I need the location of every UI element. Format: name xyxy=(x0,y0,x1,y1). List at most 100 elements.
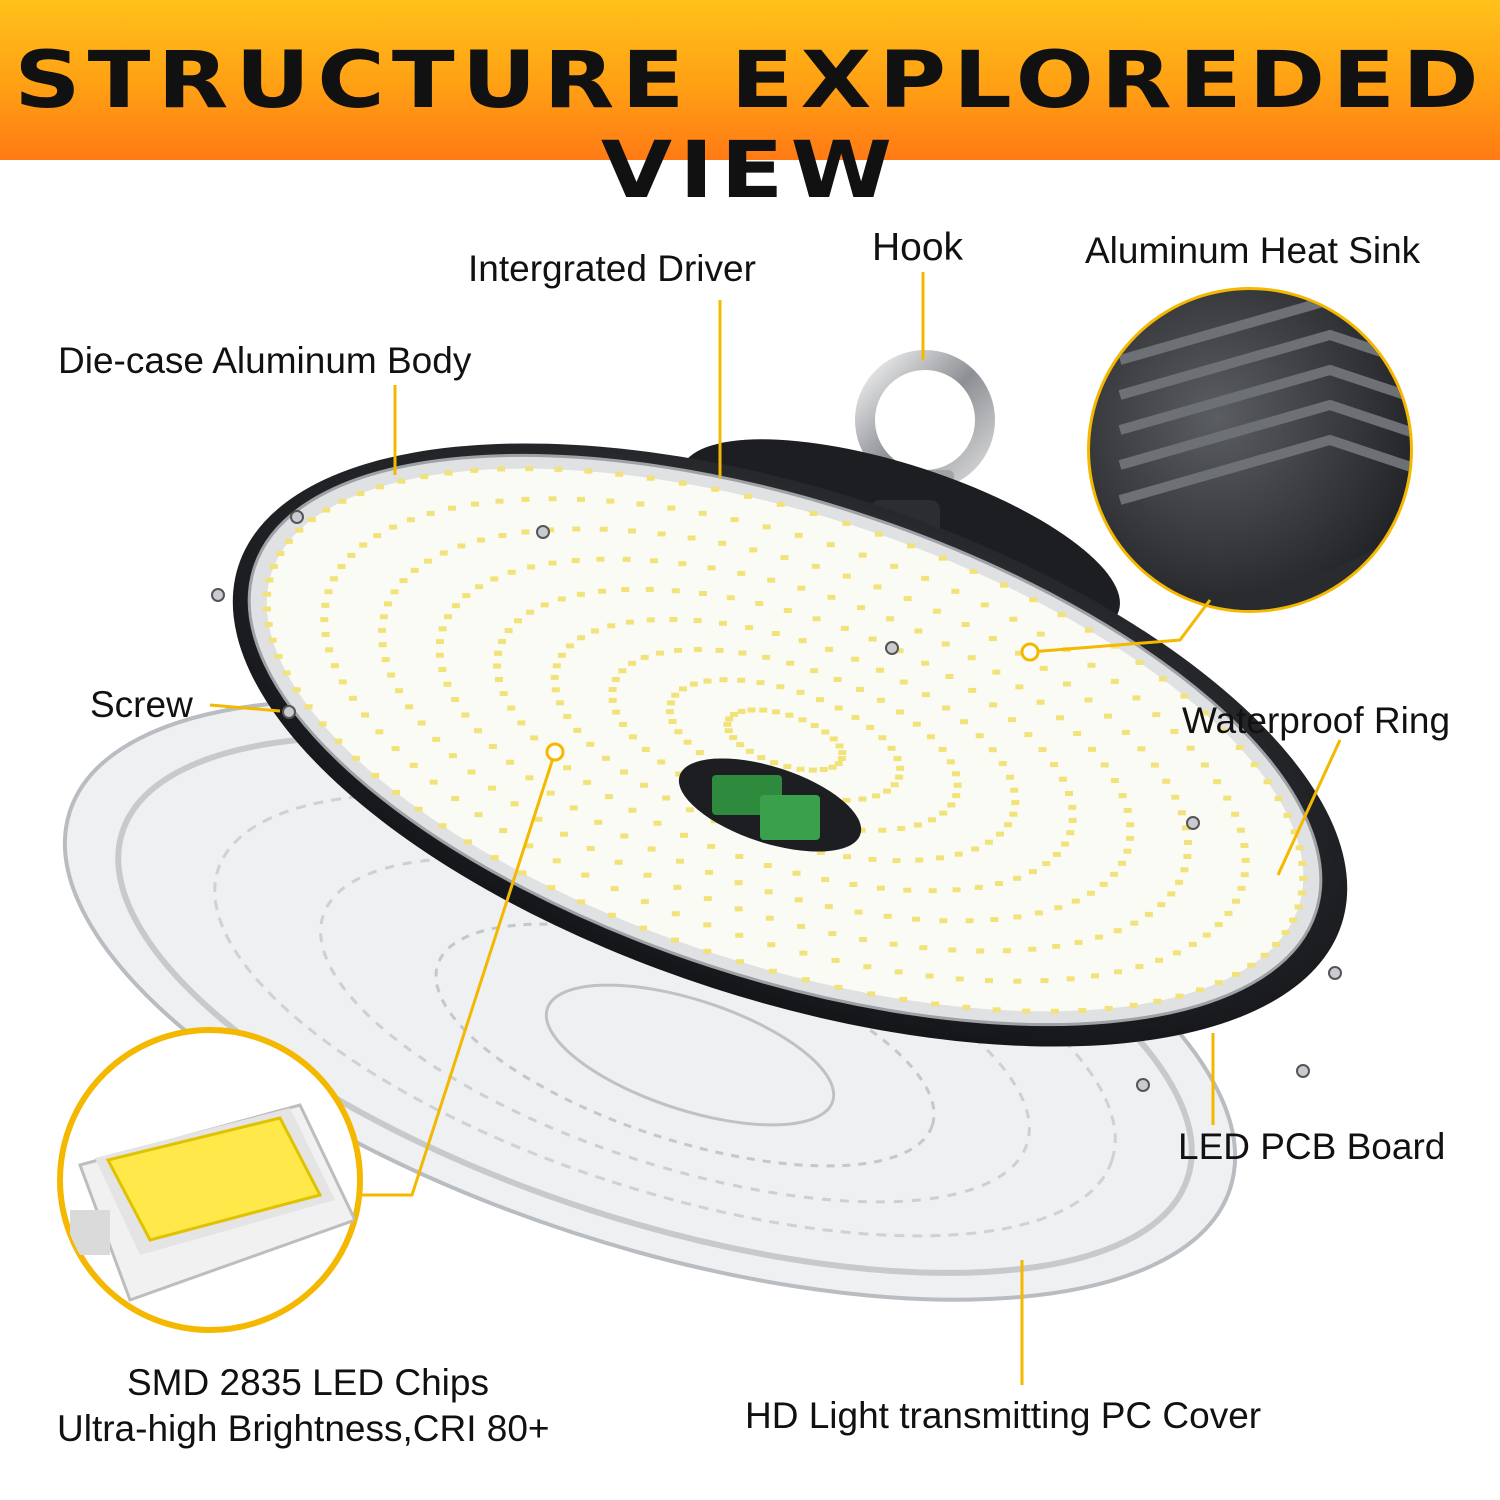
led-dot xyxy=(563,713,572,719)
led-dot xyxy=(719,677,728,683)
led-dot xyxy=(424,558,433,564)
led-dot xyxy=(1118,860,1126,866)
led-dot xyxy=(735,854,744,859)
led-dot xyxy=(547,885,556,891)
led-dot xyxy=(794,532,803,538)
led-dot xyxy=(495,498,504,504)
led-dot xyxy=(831,957,840,963)
leader-screw xyxy=(209,703,281,713)
led-dot xyxy=(577,496,585,502)
led-dot xyxy=(988,636,997,642)
led-dot xyxy=(607,623,616,629)
led-dot xyxy=(801,977,810,983)
led-dot xyxy=(1200,762,1209,768)
led-dot xyxy=(1184,840,1192,845)
led-dot xyxy=(1283,812,1292,818)
led-dot xyxy=(835,743,844,749)
led-dot xyxy=(936,855,944,861)
led-dot xyxy=(842,520,851,526)
led-dot xyxy=(1068,817,1077,823)
led-dot xyxy=(495,677,503,682)
driver-label: Intergrated Driver xyxy=(468,248,756,289)
led-dot xyxy=(527,564,536,570)
led-dot xyxy=(1126,822,1135,828)
led-dot xyxy=(995,881,1003,887)
led-dot xyxy=(376,484,385,490)
led-dot xyxy=(1144,911,1153,917)
led-dot xyxy=(389,524,398,530)
led-dot xyxy=(618,668,627,674)
led-dot xyxy=(643,872,652,878)
led-dot xyxy=(821,877,830,882)
led-dot xyxy=(1004,822,1013,828)
led-dot xyxy=(432,736,441,742)
led-dot xyxy=(626,619,634,625)
led-dot xyxy=(666,700,675,706)
led-dot xyxy=(573,727,582,733)
led-dot xyxy=(703,678,712,684)
led-dot xyxy=(557,596,566,602)
led-dot xyxy=(1073,731,1082,736)
led-dot xyxy=(390,589,399,595)
led-dot xyxy=(1050,762,1058,768)
led-dot xyxy=(641,747,650,752)
led-dot xyxy=(723,721,732,727)
led-dot xyxy=(776,684,785,690)
led-dot xyxy=(965,918,974,924)
led-dot xyxy=(1130,920,1139,926)
led-dot xyxy=(903,596,912,602)
led-dot xyxy=(669,616,678,622)
led-dot xyxy=(607,912,616,918)
led-dot xyxy=(1104,713,1112,719)
led-dot xyxy=(361,712,370,718)
led-dot xyxy=(1157,902,1166,908)
led-dot xyxy=(1182,825,1191,831)
led-dot xyxy=(1150,762,1159,768)
led-dot xyxy=(334,738,343,744)
led-dot xyxy=(914,628,923,634)
led-dot xyxy=(1086,890,1095,896)
led-dot xyxy=(921,660,930,666)
led-dot xyxy=(851,656,860,662)
led-dot xyxy=(785,712,794,718)
led-dot xyxy=(703,922,712,928)
led-dot xyxy=(857,605,865,611)
led-dot xyxy=(338,498,347,504)
led-chips-label-line1: SMD 2835 LED Chips xyxy=(127,1362,489,1403)
led-dot xyxy=(876,697,885,703)
led-dot xyxy=(1297,890,1306,896)
led-dot xyxy=(928,817,936,823)
led-dot xyxy=(725,716,734,722)
led-dot xyxy=(292,687,301,693)
led-dot xyxy=(971,846,980,852)
led-dot xyxy=(933,608,941,614)
led-dot xyxy=(1281,930,1290,936)
led-dot xyxy=(1011,800,1020,806)
led-dot xyxy=(426,510,435,516)
led-dot xyxy=(1260,952,1269,958)
led-dot xyxy=(1152,712,1161,718)
led-dot xyxy=(1095,934,1103,940)
led-dot xyxy=(792,870,801,876)
led-dot xyxy=(764,889,773,895)
led-dot xyxy=(798,638,807,644)
leader-lines xyxy=(209,272,1342,1385)
led-dot xyxy=(628,807,637,813)
led-dot xyxy=(912,721,921,727)
led-dot xyxy=(899,679,908,685)
led-dot xyxy=(786,660,795,666)
led-dot xyxy=(518,870,527,876)
led-dot xyxy=(907,543,915,549)
led-dot xyxy=(1175,993,1184,999)
led-dot xyxy=(828,931,837,936)
body-label: Die-case Aluminum Body xyxy=(58,340,472,381)
led-dot xyxy=(667,505,676,511)
led-dot xyxy=(1036,699,1045,705)
led-dot xyxy=(1196,987,1204,993)
led-dot xyxy=(1087,662,1096,668)
led-dot xyxy=(737,570,746,576)
led-dot xyxy=(890,782,899,788)
led-dot xyxy=(969,568,978,574)
led-dot xyxy=(1013,978,1022,984)
led-dot xyxy=(330,663,339,669)
